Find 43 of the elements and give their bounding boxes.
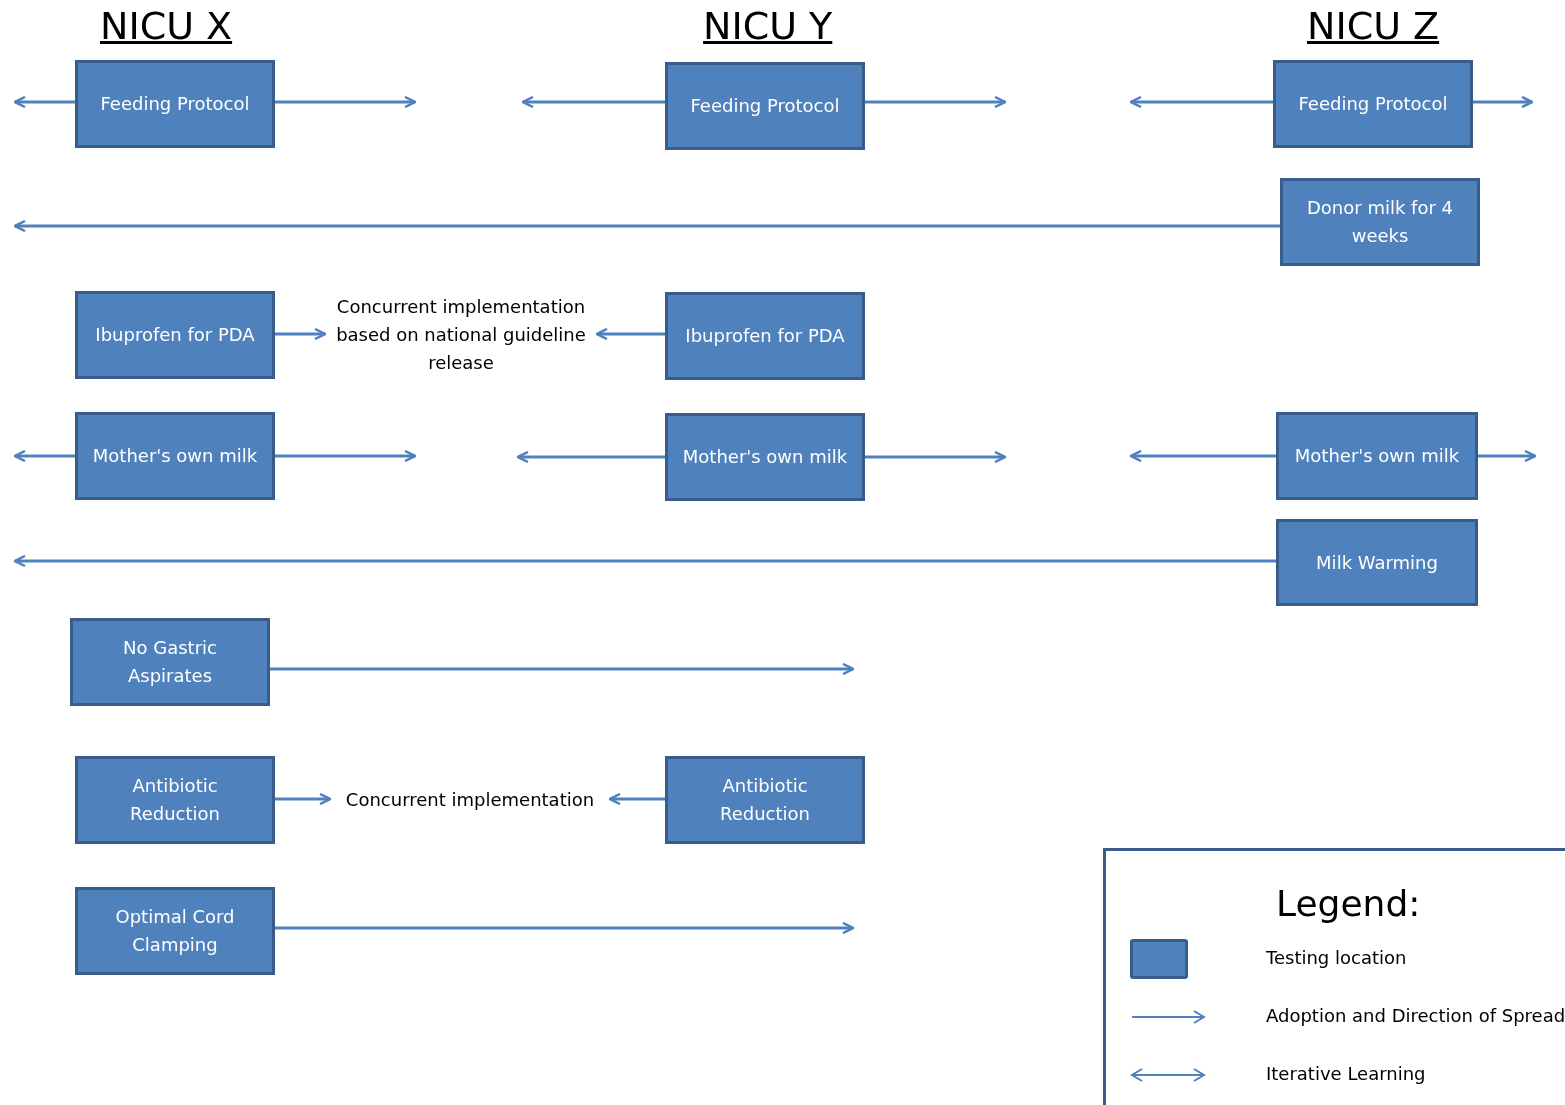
process-box: Ibuprofen for PDA	[665, 292, 865, 380]
arrow	[13, 95, 75, 109]
process-box: No Gastric Aspirates	[70, 618, 270, 706]
process-box: Feeding Protocol	[75, 60, 275, 148]
arrow	[275, 449, 417, 463]
legend-text: Iterative Learning	[1266, 1063, 1426, 1084]
process-box: Antibiotic Reduction	[665, 756, 865, 844]
process-box: Antibiotic Reduction	[75, 756, 275, 844]
process-box: Milk Warming	[1276, 519, 1478, 606]
process-box: Feeding Protocol	[665, 62, 865, 150]
arrow	[521, 95, 665, 109]
legend-text: Testing location	[1266, 947, 1407, 968]
process-box: Mother's own milk	[665, 413, 865, 501]
arrow	[865, 95, 1007, 109]
legend-text: Adoption and Direction of Spread	[1266, 1005, 1565, 1026]
arrow	[270, 662, 855, 676]
arrow	[275, 921, 855, 935]
column-heading: NICU X	[100, 4, 233, 48]
process-box: Mother's own milk	[1276, 412, 1478, 500]
arrow	[1129, 95, 1273, 109]
arrow	[865, 450, 1007, 464]
arrow	[595, 327, 665, 341]
arrow	[1478, 449, 1537, 463]
column-heading: NICU Y	[703, 4, 833, 48]
arrow	[1473, 95, 1534, 109]
arrow	[13, 554, 1276, 568]
arrow	[608, 792, 665, 806]
arrow	[13, 219, 1280, 233]
process-box: Donor milk for 4 weeks	[1280, 178, 1480, 266]
arrow	[275, 327, 327, 341]
arrow	[275, 95, 417, 109]
process-box: Optimal Cord Clamping	[75, 887, 275, 975]
arrow	[1129, 449, 1276, 463]
note-text: Concurrent implementation based on national guideline release	[325, 290, 597, 380]
arrow	[275, 792, 332, 806]
column-heading: NICU Z	[1307, 4, 1440, 48]
note-text: Concurrent implementation	[330, 784, 610, 816]
process-box: Feeding Protocol	[1273, 60, 1473, 148]
process-box: Mother's own milk	[75, 412, 275, 500]
process-box: Ibuprofen for PDA	[75, 291, 275, 379]
arrow	[516, 450, 665, 464]
arrow	[13, 449, 75, 463]
legend-title: Legend:	[1276, 883, 1421, 924]
